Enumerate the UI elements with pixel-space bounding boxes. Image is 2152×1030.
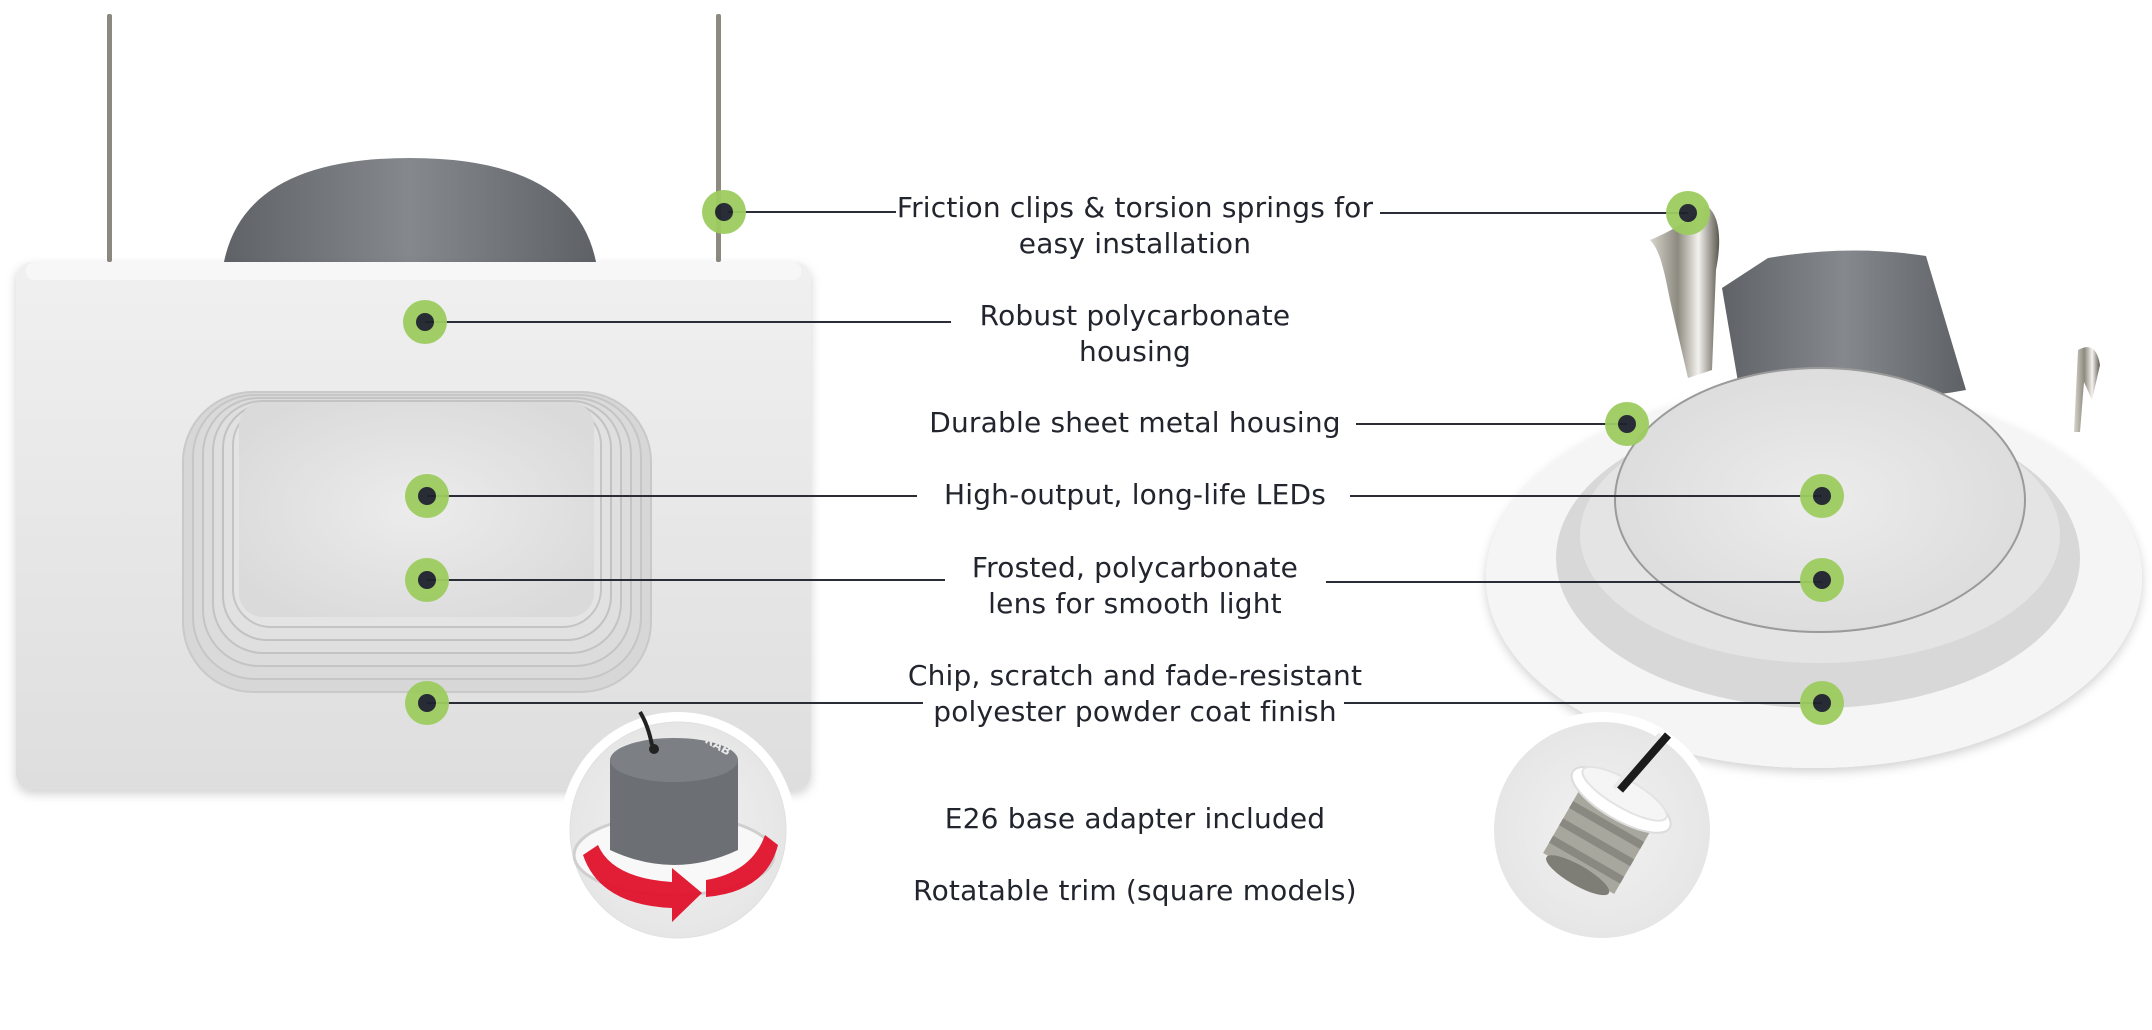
feature-text-line: easy installation xyxy=(1018,227,1252,260)
e26-adapter-inset xyxy=(1484,712,1720,948)
feature-label-e26-adapter: E26 base adapter included xyxy=(880,801,1390,837)
leader-finish-left xyxy=(427,702,923,704)
right-torsion-clip xyxy=(2074,347,2100,432)
feature-text-line: Friction clips & torsion springs for xyxy=(896,191,1374,224)
feature-label-friction-clips: Friction clips & torsion springs for eas… xyxy=(880,190,1390,262)
feature-label-sheet-metal-housing: Durable sheet metal housing xyxy=(880,405,1390,441)
feature-label-lens: Frosted, polycarbonate lens for smooth l… xyxy=(880,550,1390,622)
leader-friction-right xyxy=(1380,212,1688,214)
feature-label-finish: Chip, scratch and fade-resistant polyest… xyxy=(880,658,1390,730)
callout-sheet-metal-housing xyxy=(1605,402,1649,446)
left-mounting-wire xyxy=(107,14,112,262)
feature-text-line: Rotatable trim (square models) xyxy=(913,874,1357,907)
square-fixture-housing xyxy=(224,158,596,262)
callout-friction-clip-right xyxy=(1666,191,1710,235)
feature-text-line: Frosted, polycarbonate xyxy=(971,551,1299,584)
feature-text-line: High-output, long-life LEDs xyxy=(943,478,1327,511)
callout-lens-left xyxy=(405,558,449,602)
feature-text-line: Robust polycarbonate xyxy=(979,299,1291,332)
leader-lens-right xyxy=(1326,581,1822,583)
square-fixture xyxy=(16,14,811,790)
square-trim-top-edge xyxy=(26,262,801,280)
rotate-arrow-icon xyxy=(583,845,702,922)
round-fixture-can xyxy=(1722,250,1966,399)
leader-lens-left xyxy=(427,579,945,581)
leader-sheetmetal-right xyxy=(1356,423,1627,425)
callout-finish-left xyxy=(405,681,449,725)
feature-text-line: lens for smooth light xyxy=(988,587,1282,620)
callout-lens-right xyxy=(1800,558,1844,602)
leader-leds-left xyxy=(427,495,917,497)
left-torsion-clip xyxy=(1650,205,1720,378)
callout-polycarbonate-housing xyxy=(403,300,447,344)
callout-leds-left xyxy=(405,474,449,518)
feature-text-line: housing xyxy=(1079,335,1191,368)
rotatable-trim-inset: RAB xyxy=(560,710,796,948)
leader-friction-left xyxy=(728,211,896,213)
feature-label-polycarbonate-housing: Robust polycarbonate housing xyxy=(880,298,1390,370)
feature-label-rotatable-trim: Rotatable trim (square models) xyxy=(880,873,1390,909)
callout-leds-right xyxy=(1800,474,1844,518)
feature-text-line: E26 base adapter included xyxy=(944,802,1326,835)
feature-text-line: Durable sheet metal housing xyxy=(929,406,1341,439)
feature-text-line: Chip, scratch and fade-resistant xyxy=(907,659,1363,692)
leader-polycarbonate-left xyxy=(425,321,951,323)
callout-finish-right xyxy=(1800,681,1844,725)
feature-text-line: polyester powder coat finish xyxy=(933,695,1337,728)
leader-leds-right xyxy=(1350,495,1822,497)
leader-finish-right xyxy=(1344,702,1822,704)
callout-friction-clip-left xyxy=(702,190,746,234)
feature-label-leds: High-output, long-life LEDs xyxy=(880,477,1390,513)
